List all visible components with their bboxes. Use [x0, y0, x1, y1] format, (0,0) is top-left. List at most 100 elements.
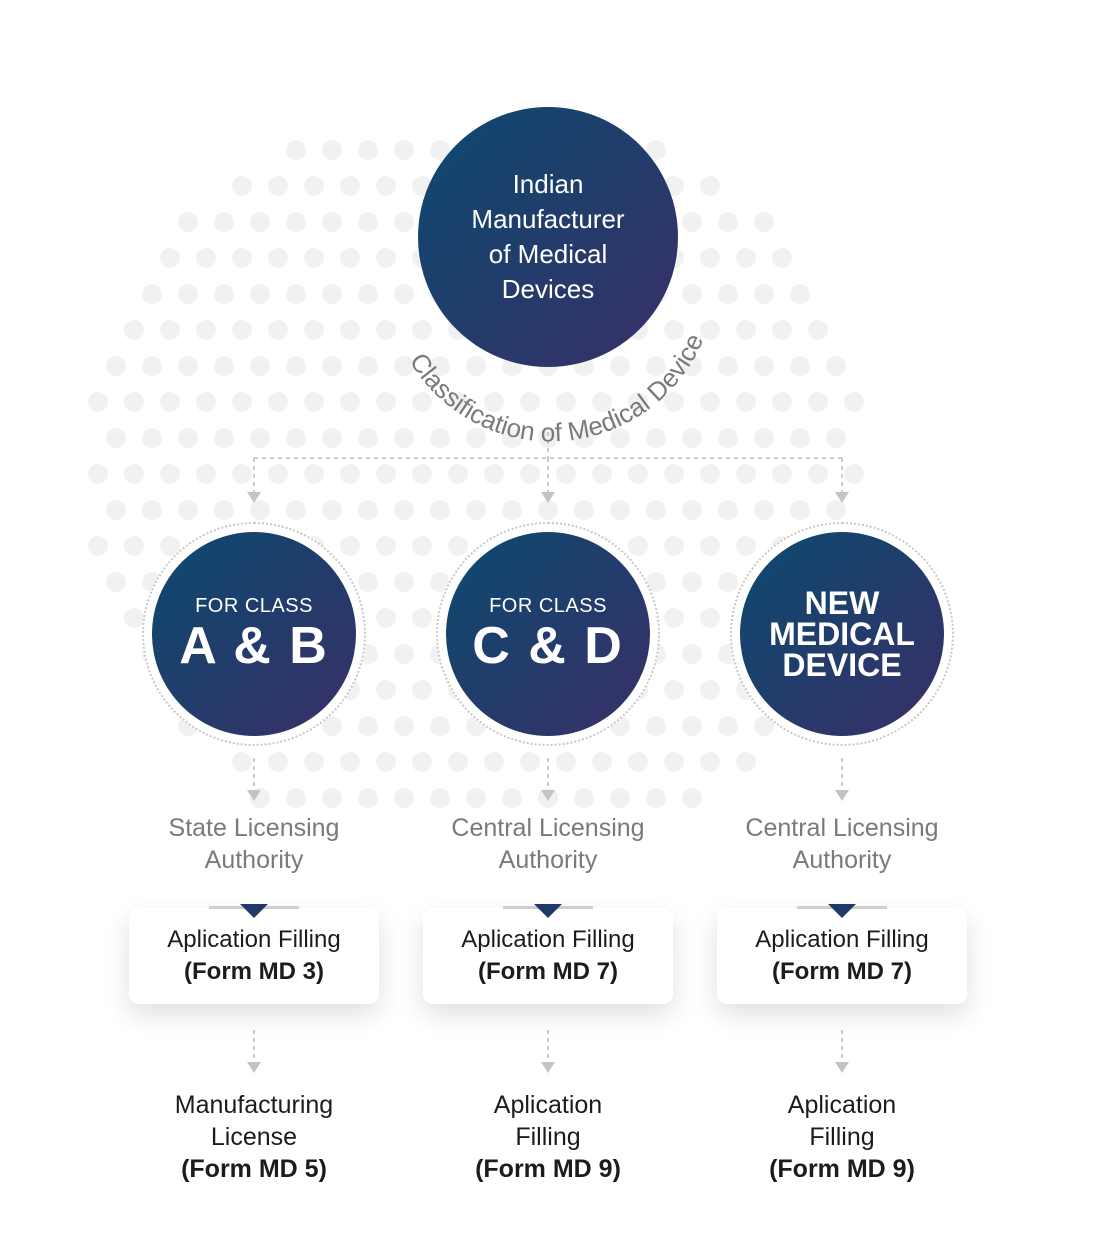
decor-dot	[358, 212, 378, 232]
class-label: A & B	[179, 616, 329, 675]
decor-dot	[808, 392, 828, 412]
decor-dot	[520, 392, 540, 412]
decor-dot	[592, 392, 612, 412]
decor-dot	[448, 752, 468, 772]
arrow-down-icon	[541, 492, 555, 503]
decor-dot	[214, 356, 234, 376]
decor-dot	[160, 248, 180, 268]
triangle-marker-icon	[534, 904, 562, 918]
decor-dot	[736, 392, 756, 412]
card-title: Aplication Filling	[167, 926, 341, 953]
decor-dot	[286, 356, 306, 376]
decor-dot	[592, 752, 612, 772]
class-a-b-circle: FOR CLASS A & B	[152, 532, 356, 736]
decor-dot	[646, 716, 666, 736]
decor-dot	[700, 176, 720, 196]
decor-dot	[646, 500, 666, 520]
decor-dot	[664, 464, 684, 484]
decor-dot	[376, 608, 396, 628]
decor-dot	[250, 428, 270, 448]
decor-dot	[376, 392, 396, 412]
decor-dot	[178, 428, 198, 448]
decor-dot	[106, 572, 126, 592]
card-form: (Form MD 7)	[478, 958, 618, 985]
new-device-line: MEDICAL	[769, 615, 915, 652]
decor-dot	[304, 176, 324, 196]
decor-dot	[736, 248, 756, 268]
decor-dot	[718, 716, 738, 736]
triangle-marker-icon	[240, 904, 268, 918]
decor-dot	[394, 716, 414, 736]
decor-dot	[376, 680, 396, 700]
decor-dot	[358, 356, 378, 376]
decor-dot	[646, 572, 666, 592]
class-label: C & D	[472, 616, 624, 675]
for-class-label: FOR CLASS	[489, 594, 607, 617]
decor-dot	[88, 536, 108, 556]
decor-dot	[628, 752, 648, 772]
decor-dot	[160, 536, 180, 556]
decor-dot	[754, 356, 774, 376]
decor-dot	[754, 212, 774, 232]
decor-dot	[250, 500, 270, 520]
decor-dot	[394, 140, 414, 160]
decor-dot	[214, 500, 234, 520]
decor-dot	[682, 284, 702, 304]
decor-dot	[502, 428, 522, 448]
decor-dot	[430, 140, 450, 160]
decor-dot	[466, 428, 486, 448]
decor-dot	[412, 608, 432, 628]
decor-dot	[322, 356, 342, 376]
decor-dot	[250, 284, 270, 304]
decor-dot	[286, 284, 306, 304]
decor-dot	[718, 356, 738, 376]
decor-dot	[754, 716, 774, 736]
decor-dot	[232, 392, 252, 412]
decor-dot	[376, 752, 396, 772]
decor-dot	[736, 752, 756, 772]
decor-dot	[430, 356, 450, 376]
decor-dot	[664, 680, 684, 700]
decor-dot	[376, 320, 396, 340]
decor-dot	[358, 500, 378, 520]
decor-dot	[178, 356, 198, 376]
decor-dot	[322, 716, 342, 736]
decor-dot	[322, 788, 342, 808]
decor-dot	[484, 752, 504, 772]
decor-dot	[700, 248, 720, 268]
decor-dot	[268, 248, 288, 268]
decor-dot	[520, 752, 540, 772]
root-line: Manufacturer	[471, 204, 625, 234]
decor-dot	[124, 536, 144, 556]
decor-dot	[466, 500, 486, 520]
decor-dot	[196, 320, 216, 340]
decor-dot	[718, 284, 738, 304]
decor-dot	[772, 320, 792, 340]
decor-dot	[178, 212, 198, 232]
decor-dot	[142, 284, 162, 304]
decor-dot	[340, 176, 360, 196]
decor-dot	[790, 500, 810, 520]
decor-dot	[790, 428, 810, 448]
decor-dot	[700, 608, 720, 628]
decor-dot	[88, 392, 108, 412]
decor-dot	[232, 464, 252, 484]
decor-dot	[196, 464, 216, 484]
decor-dot	[106, 356, 126, 376]
decor-dot	[178, 500, 198, 520]
decor-dot	[754, 500, 774, 520]
decor-dot	[646, 140, 666, 160]
decor-dot	[160, 392, 180, 412]
decor-dot	[574, 788, 594, 808]
decor-dot	[412, 680, 432, 700]
decor-dot	[610, 428, 630, 448]
decor-dot	[304, 464, 324, 484]
decor-dot	[736, 464, 756, 484]
arrow-down-icon	[541, 1062, 555, 1073]
decor-dot	[628, 392, 648, 412]
decor-dot	[538, 428, 558, 448]
decor-dot	[664, 752, 684, 772]
decor-dot	[124, 608, 144, 628]
decor-dot	[304, 248, 324, 268]
decor-dot	[556, 392, 576, 412]
